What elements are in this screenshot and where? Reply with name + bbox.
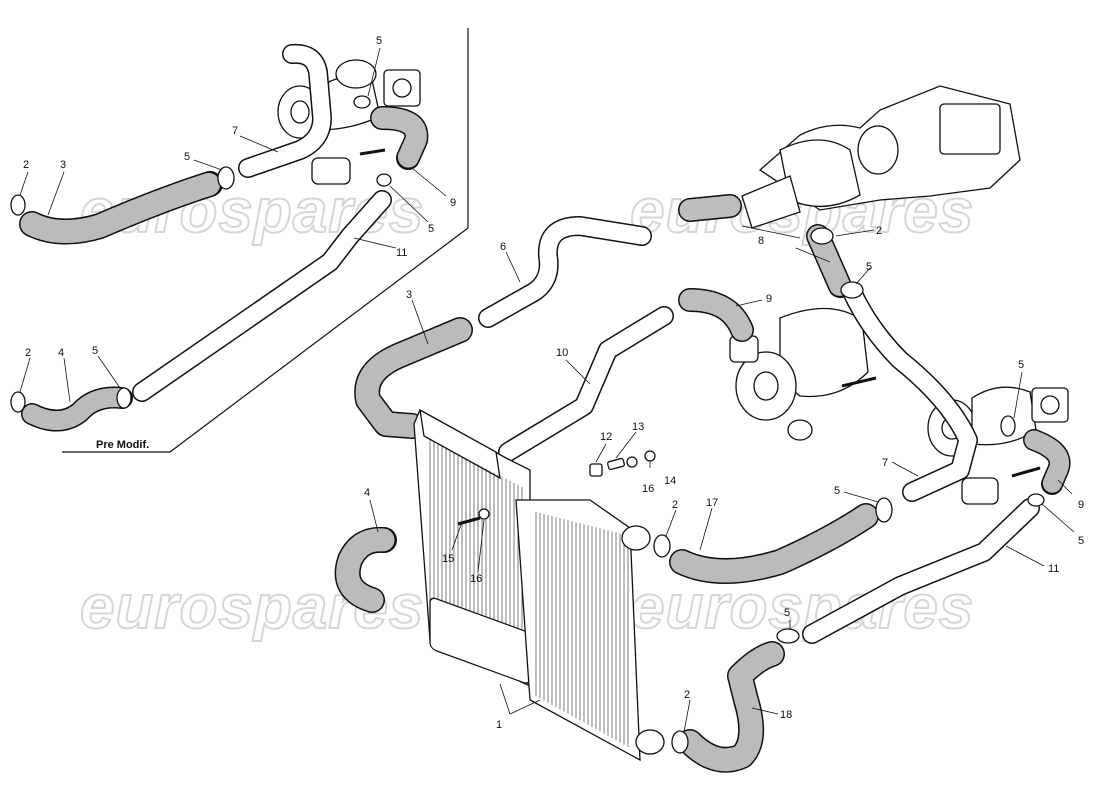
callout-label: 7 [882, 457, 888, 469]
callout-label: 3 [60, 159, 66, 171]
callout-label: 12 [600, 431, 612, 443]
main-callout-labels: 6 8 2 5 3 9 10 12 13 14 16 4 15 16 2 17 … [364, 225, 1084, 731]
callout-label: 5 [1078, 535, 1084, 547]
callout-label: 5 [784, 607, 790, 619]
callout-label: 9 [450, 197, 456, 209]
inset-caption: Pre Modif. [96, 439, 149, 451]
engine-throttle-body [741, 85, 1021, 229]
callout-label: 7 [232, 125, 238, 137]
callout-label: 3 [406, 289, 412, 301]
callout-label: 10 [556, 347, 568, 359]
callout-label: 17 [706, 497, 718, 509]
callout-label: 11 [396, 247, 407, 259]
callout-label: 16 [470, 573, 482, 585]
callout-label: 2 [23, 159, 29, 171]
inset-turbocharger [277, 59, 421, 185]
inset-callout-labels: 2 3 5 7 5 9 5 11 2 4 5 [23, 35, 456, 359]
callout-label: 5 [184, 151, 190, 163]
inset-clamps [10, 95, 392, 413]
inset-leaders [19, 47, 447, 403]
callout-label: 5 [92, 345, 98, 357]
inset-frame [62, 28, 469, 453]
callout-label: 6 [500, 241, 506, 253]
main-leaders [369, 225, 1075, 733]
intercooler-left [413, 408, 531, 688]
callout-label: 14 [664, 475, 676, 487]
callout-label: 18 [780, 709, 792, 721]
callout-label: 4 [58, 347, 64, 359]
callout-label: 1 [496, 719, 502, 731]
center-turbocharger [729, 307, 877, 441]
callout-label: 2 [25, 347, 31, 359]
main-assembly: 6 8 2 5 3 9 10 12 13 14 16 4 15 16 2 17 … [334, 85, 1084, 773]
callout-label: 5 [1018, 359, 1024, 371]
main-clamps [653, 227, 1045, 754]
callout-label: 11 [1048, 563, 1059, 575]
callout-label: 5 [834, 485, 840, 497]
callout-label: 5 [376, 35, 382, 47]
callout-label: 16 [642, 483, 654, 495]
callout-label: 9 [1078, 499, 1084, 511]
intercooler-right [515, 499, 665, 762]
callout-label: 2 [672, 499, 678, 511]
callout-label: 9 [766, 293, 772, 305]
callout-label: 8 [758, 235, 764, 247]
callout-label: 2 [876, 225, 882, 237]
callout-label: 5 [428, 223, 434, 235]
inset-assembly: 2 3 5 7 5 9 5 11 2 4 5 Pre Modif. [10, 35, 456, 451]
callout-label: 15 [442, 553, 454, 565]
callout-label: 5 [866, 261, 872, 273]
callout-label: 4 [364, 487, 370, 499]
callout-label: 2 [684, 689, 690, 701]
callout-label: 13 [632, 421, 644, 433]
